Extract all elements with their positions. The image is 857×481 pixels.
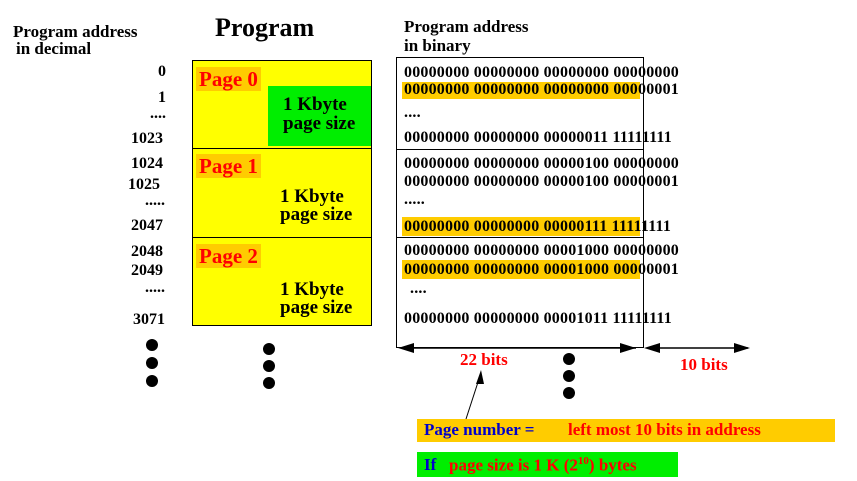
program-header: Program xyxy=(215,13,315,42)
program-page-1: Page 1 1 Kbyte page size xyxy=(192,148,372,238)
page-size-line1: 1 Kbyte xyxy=(280,279,344,300)
page-number-definition: left most 10 bits in address xyxy=(568,420,761,439)
ellipsis-dot xyxy=(146,375,158,387)
page-label: Page 2 xyxy=(196,244,261,268)
binary-address: 00000000 00000000 00000100 00000000 xyxy=(404,155,679,172)
binary-address: .... xyxy=(404,104,421,121)
page-number-highlight xyxy=(402,217,640,236)
decimal-address: .... xyxy=(150,105,166,122)
decimal-address: 2047 xyxy=(131,217,163,234)
binary-address: ..... xyxy=(404,191,425,208)
decimal-address: 1 xyxy=(158,89,166,106)
page-size-line1: 1 Kbyte xyxy=(280,186,344,207)
ellipsis-dot xyxy=(563,387,575,399)
ellipsis-dot xyxy=(263,360,275,372)
decimal-address: 3071 xyxy=(133,311,165,328)
binary-address: .... xyxy=(410,280,427,297)
page-number-note: Page number = left most 10 bits in addre… xyxy=(417,419,835,442)
page-label: Page 0 xyxy=(196,67,261,91)
binary-address: 00000000 00000000 00000000 00000001 xyxy=(404,81,679,98)
decimal-address: ..... xyxy=(145,279,165,296)
pointer-arrow-icon xyxy=(476,370,484,384)
program-page-2: Page 2 1 Kbyte page size xyxy=(192,237,372,326)
page-size-exponent: 10 xyxy=(577,455,589,467)
binary-header-line2: in binary xyxy=(404,36,471,55)
page-number-highlight xyxy=(402,82,640,99)
arrow-head-right-icon xyxy=(620,343,636,353)
binary-address: 00000000 00000000 00000111 11111111 xyxy=(404,218,672,235)
binary-address: 00000000 00000000 00001011 11111111 xyxy=(404,310,672,327)
binary-header-line1: Program address xyxy=(404,17,529,36)
ellipsis-dot xyxy=(563,370,575,382)
decimal-address: 1025 xyxy=(128,176,160,193)
page-size-text: page size is 1 K (2 xyxy=(449,455,578,475)
page-number-term: Page number = xyxy=(424,420,535,439)
if-label: If xyxy=(424,455,437,474)
page-size-line2: page size xyxy=(280,204,353,225)
binary-address: 00000000 00000000 00000100 00000001 xyxy=(404,173,679,190)
program-page-0: Page 0 1 Kbyte page size xyxy=(192,60,372,149)
binary-address: 00000000 00000000 00001000 00000000 xyxy=(404,242,679,259)
page-number-highlight xyxy=(402,260,640,279)
page-size-suffix: ) bytes xyxy=(588,455,637,475)
page-label: Page 1 xyxy=(196,154,261,178)
decimal-header-line2: in decimal xyxy=(16,39,92,58)
decimal-address: 1023 xyxy=(131,130,163,147)
decimal-address: 0 xyxy=(158,63,166,80)
page-divider xyxy=(396,149,644,150)
binary-address: 00000000 00000000 00000011 11111111 xyxy=(404,129,672,146)
ellipsis-dot xyxy=(263,343,275,355)
ellipsis-dot xyxy=(146,357,158,369)
decimal-header-line1: Program address xyxy=(13,22,138,41)
decimal-address: ..... xyxy=(145,192,165,209)
page-size-line1: 1 Kbyte xyxy=(283,94,347,115)
binary-address: 00000000 00000000 00001000 00000001 xyxy=(404,261,679,278)
page-size-line2: page size xyxy=(283,113,356,134)
page-size-note: If page size is 1 K (210) bytes xyxy=(417,452,678,477)
arrow-head-right-icon xyxy=(734,343,750,353)
binary-address: 00000000 00000000 00000000 00000000 xyxy=(404,64,679,81)
ellipsis-dot xyxy=(263,377,275,389)
22-bits-label: 22 bits xyxy=(460,350,508,369)
decimal-address: 1024 xyxy=(131,155,163,172)
arrow-head-left-icon xyxy=(644,343,660,353)
decimal-address: 2049 xyxy=(131,262,163,279)
10-bits-label: 10 bits xyxy=(680,355,728,374)
page-size-highlight xyxy=(268,86,371,146)
page-divider xyxy=(396,237,644,238)
ellipsis-dot xyxy=(563,353,575,365)
arrow-head-left-icon xyxy=(398,343,414,353)
ellipsis-dot xyxy=(146,339,158,351)
decimal-address: 2048 xyxy=(131,243,163,260)
page-size-condition: page size is 1 K (210) bytes xyxy=(449,455,637,476)
page-size-line2: page size xyxy=(280,297,353,318)
